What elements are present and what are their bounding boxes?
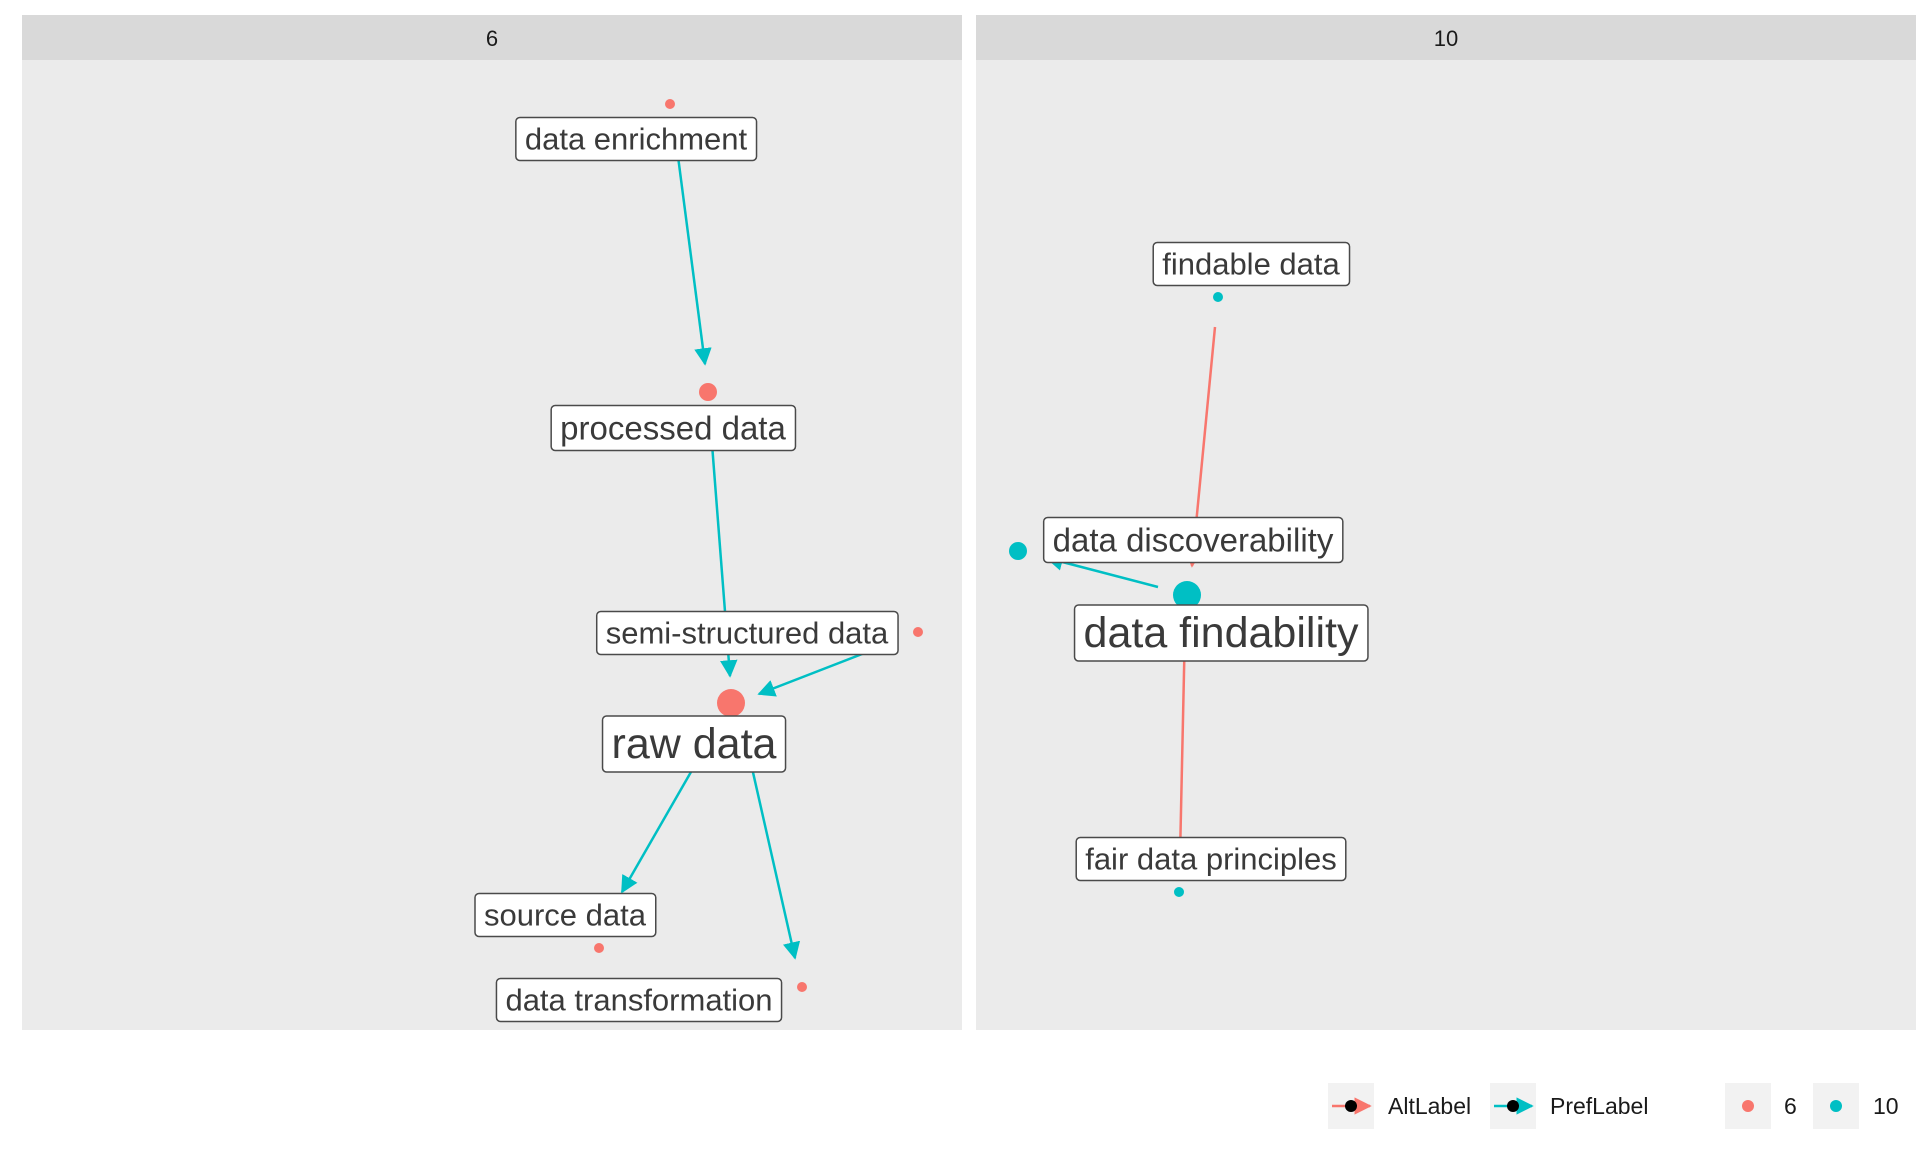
edge-fair-data-principles-to-data-findability	[1175, 624, 1194, 858]
node-label-box	[1075, 836, 1347, 882]
legend-group-10-dot	[1830, 1100, 1842, 1112]
node-label-box	[1073, 604, 1369, 662]
node-label-text: data enrichment	[525, 122, 748, 157]
node-label-text: semi-structured data	[606, 616, 889, 651]
node-point-data-enrichment	[665, 99, 675, 109]
node-point-semi-structured-data	[913, 627, 923, 637]
legend-group-6-text: 6	[1784, 1093, 1797, 1119]
node-label-source-data: source data	[474, 892, 657, 938]
edge-data-enrichment-to-processed-data	[674, 140, 712, 366]
node-label-box	[474, 892, 657, 938]
node-label-text: fair data principles	[1085, 842, 1337, 877]
legend-preflabel-text: PrefLabel	[1550, 1093, 1648, 1119]
node-label-text: data discoverability	[1053, 522, 1334, 559]
node-label-text: processed data	[560, 410, 786, 447]
legend-group-10-text: 10	[1873, 1093, 1899, 1119]
node-label-data-transformation: data transformation	[495, 977, 783, 1023]
node-label-data-discoverability: data discoverability	[1042, 516, 1344, 564]
node-point-fair-data-principles	[1174, 887, 1184, 897]
node-label-text: findable data	[1162, 247, 1340, 282]
legend-preflabel-dot	[1507, 1100, 1519, 1112]
node-label-text: data transformation	[505, 983, 772, 1018]
node-label-semi-structured-data: semi-structured data	[595, 610, 899, 656]
node-point-data-findability	[1173, 581, 1201, 609]
legend-group-6: 6	[1725, 1083, 1797, 1129]
panel-10-strip	[976, 15, 1916, 60]
node-label-box	[1042, 516, 1344, 564]
legend-altlabel-text: AltLabel	[1388, 1093, 1471, 1119]
edge-raw-data-to-data-transformation	[743, 736, 801, 960]
node-label-box	[601, 715, 787, 773]
node-label-data-findability: data findability	[1073, 604, 1369, 662]
node-label-text: data findability	[1084, 609, 1359, 657]
node-label-data-enrichment: data enrichment	[515, 116, 758, 162]
node-label-raw-data: raw data	[601, 715, 787, 773]
node-point-processed-data	[699, 383, 717, 401]
node-point-raw-data	[717, 689, 745, 717]
panel-6: 6 data enrichment processed data semi-stru…	[22, 15, 962, 1030]
node-label-box	[550, 404, 797, 452]
panel-10-strip-label: 10	[1434, 26, 1458, 51]
node-label-text: source data	[484, 898, 647, 933]
node-label-box	[595, 610, 899, 656]
legend-altlabel-dot	[1345, 1100, 1357, 1112]
node-point-data-discoverability	[1009, 542, 1027, 560]
node-label-fair-data-principles: fair data principles	[1075, 836, 1347, 882]
legend-preflabel: PrefLabel	[1490, 1083, 1648, 1129]
legend-group-6-dot	[1742, 1100, 1754, 1112]
node-label-processed-data: processed data	[550, 404, 797, 452]
node-label-findable-data: findable data	[1152, 241, 1351, 287]
node-label-text: raw data	[612, 720, 777, 768]
node-point-findable-data	[1213, 292, 1223, 302]
legend-group-10: 10	[1813, 1083, 1899, 1129]
edge-raw-data-to-source-data	[620, 757, 701, 894]
panel-6-background	[22, 60, 962, 1030]
panel-6-strip	[22, 15, 962, 60]
node-label-box	[1152, 241, 1351, 287]
node-point-data-transformation	[797, 982, 807, 992]
node-point-source-data	[594, 943, 604, 953]
legend: AltLabel PrefLabel 6 10	[1328, 1083, 1899, 1129]
panel-6-strip-label: 6	[486, 26, 498, 51]
legend-altlabel: AltLabel	[1328, 1083, 1471, 1129]
node-label-box	[515, 116, 758, 162]
panel-10: 10 findable data data discoverability data…	[976, 15, 1916, 1030]
node-label-box	[495, 977, 783, 1023]
